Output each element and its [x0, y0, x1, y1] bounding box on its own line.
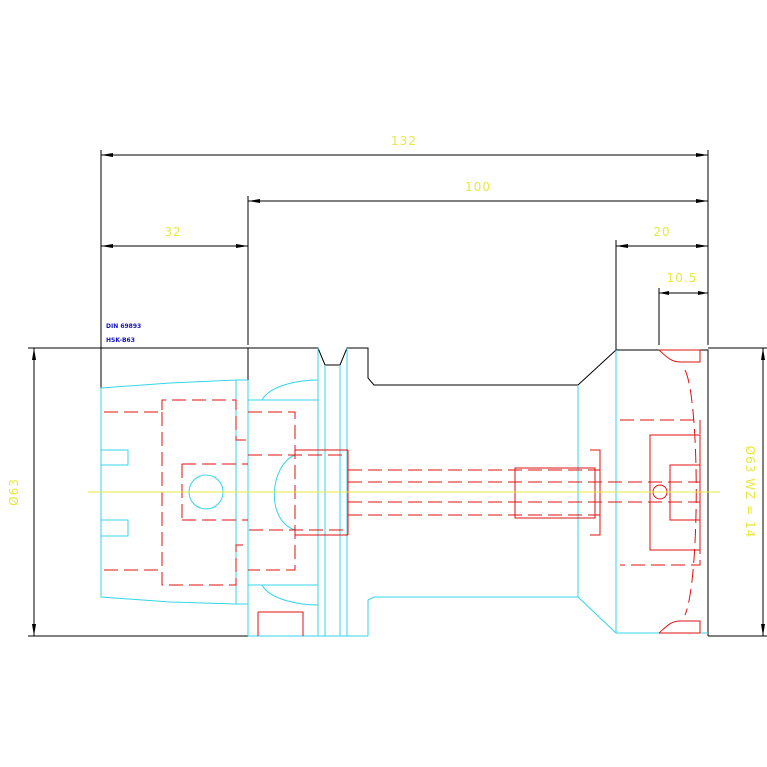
dim-shank-diameter: Ø63	[7, 478, 21, 506]
standard-note: DIN 69893	[106, 323, 141, 330]
dim-overall-length: 132	[391, 134, 417, 148]
dim-nose-diameter: Ø63 WZ = 14	[743, 446, 757, 539]
interface-note: HSK-B63	[106, 337, 135, 344]
dim-nose-length: 20	[653, 225, 670, 239]
dim-shank-length: 32	[164, 225, 181, 239]
dim-body-length: 100	[465, 180, 491, 194]
dimension-lines	[28, 150, 767, 637]
internal-clamping-parts	[104, 349, 701, 636]
dim-nose-step: 10.5	[667, 271, 698, 285]
